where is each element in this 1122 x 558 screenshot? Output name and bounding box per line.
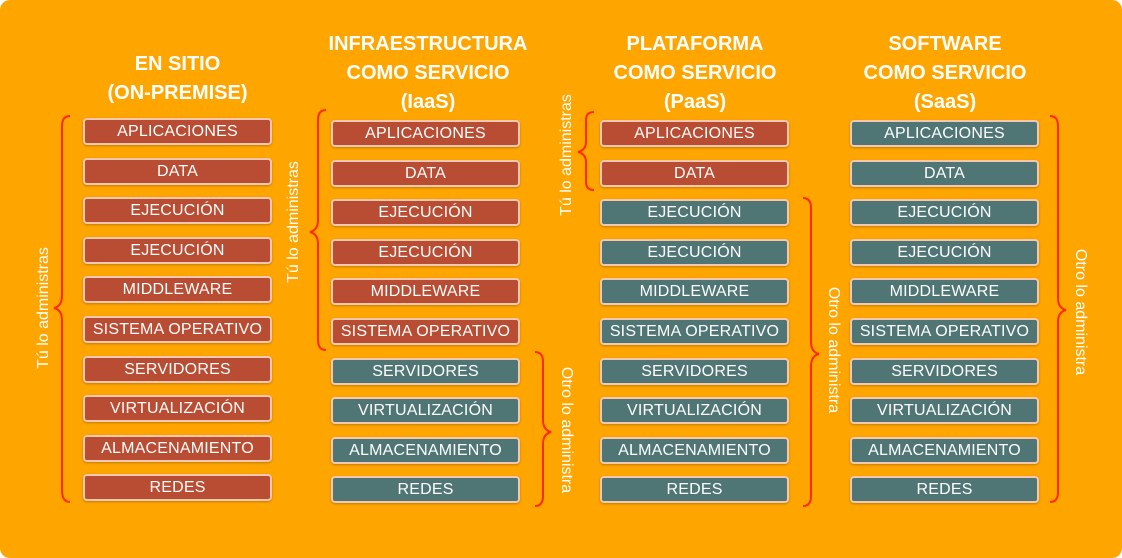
brace-you-paas	[577, 111, 595, 191]
layer-box: DATA	[83, 158, 272, 185]
layer-box: MIDDLEWARE	[331, 278, 520, 305]
title-line: (IaaS)	[400, 91, 456, 113]
layer-box: REDES	[331, 476, 520, 503]
brace-other-saas	[1049, 115, 1067, 503]
layer-box: MIDDLEWARE	[850, 278, 1039, 305]
label-other-manages-iaas: Otro lo administra	[558, 366, 575, 494]
label-other-manages-paas: Otro lo administra	[825, 286, 842, 414]
layer-box: SISTEMA OPERATIVO	[600, 318, 789, 345]
label-you-manage-iaas: Tú lo administras	[285, 161, 302, 283]
title-line: EN SITIO	[134, 53, 221, 75]
brace-you-iaas	[309, 109, 327, 351]
title-line: (ON-PREMISE)	[107, 82, 248, 104]
layer-box: MIDDLEWARE	[83, 276, 272, 303]
layer-box: REDES	[83, 474, 272, 501]
title-line: SOFTWARE	[888, 33, 1002, 55]
layer-box: REDES	[600, 476, 789, 503]
brace-other-iaas	[534, 351, 552, 507]
layer-box: ALMACENAMIENTO	[600, 437, 789, 464]
layer-box: SISTEMA OPERATIVO	[83, 316, 272, 343]
layer-box: VIRTUALIZACIÓN	[850, 397, 1039, 424]
layer-box: EJECUCIÓN	[600, 199, 789, 226]
layer-box: REDES	[850, 476, 1039, 503]
layer-box: EJECUCIÓN	[83, 197, 272, 224]
layer-box: SERVIDORES	[83, 356, 272, 383]
layer-box: EJECUCIÓN	[331, 239, 520, 266]
layer-box: VIRTUALIZACIÓN	[83, 395, 272, 422]
layer-box: VIRTUALIZACIÓN	[331, 397, 520, 424]
layer-box: SISTEMA OPERATIVO	[331, 318, 520, 345]
title-line: (SaaS)	[913, 91, 977, 113]
layer-box: ALMACENAMIENTO	[331, 437, 520, 464]
layer-box: SISTEMA OPERATIVO	[850, 318, 1039, 345]
title-iaas: INFRAESTRUCTURA COMO SERVICIO (IaaS)	[318, 30, 538, 117]
brace-other-paas	[802, 197, 820, 507]
layer-box: DATA	[850, 160, 1039, 187]
layer-box: APLICACIONES	[600, 120, 789, 147]
layer-box: SERVIDORES	[331, 358, 520, 385]
layer-box: MIDDLEWARE	[600, 278, 789, 305]
layer-box: APLICACIONES	[331, 120, 520, 147]
layer-box: APLICACIONES	[850, 120, 1039, 147]
title-line: COMO SERVICIO	[613, 62, 777, 84]
layer-box: EJECUCIÓN	[331, 199, 520, 226]
layer-box: EJECUCIÓN	[83, 237, 272, 264]
layer-box: DATA	[331, 160, 520, 187]
label-other-manages-saas: Otro lo administra	[1072, 248, 1089, 376]
label-you-manage-on-premise: Tú lo administras	[35, 247, 52, 369]
title-line: PLATAFORMA	[626, 33, 764, 55]
layer-box: EJECUCIÓN	[850, 199, 1039, 226]
title-saas: SOFTWARE COMO SERVICIO (SaaS)	[840, 30, 1050, 117]
layer-box: EJECUCIÓN	[600, 239, 789, 266]
title-line: (PaaS)	[663, 91, 727, 113]
layer-box: ALMACENAMIENTO	[850, 437, 1039, 464]
layer-box: APLICACIONES	[83, 118, 272, 145]
layer-box: ALMACENAMIENTO	[83, 435, 272, 462]
layer-box: DATA	[600, 160, 789, 187]
label-you-manage-paas: Tú lo administras	[558, 94, 575, 216]
layer-box: SERVIDORES	[850, 358, 1039, 385]
brace-you-on-premise	[53, 115, 71, 503]
title-on-premise: EN SITIO (ON-PREMISE)	[80, 50, 275, 108]
title-line: INFRAESTRUCTURA	[328, 33, 528, 55]
title-line: COMO SERVICIO	[863, 62, 1027, 84]
layer-box: VIRTUALIZACIÓN	[600, 397, 789, 424]
title-line: COMO SERVICIO	[346, 62, 510, 84]
layer-box: EJECUCIÓN	[850, 239, 1039, 266]
title-paas: PLATAFORMA COMO SERVICIO (PaaS)	[590, 30, 800, 117]
layer-box: SERVIDORES	[600, 358, 789, 385]
